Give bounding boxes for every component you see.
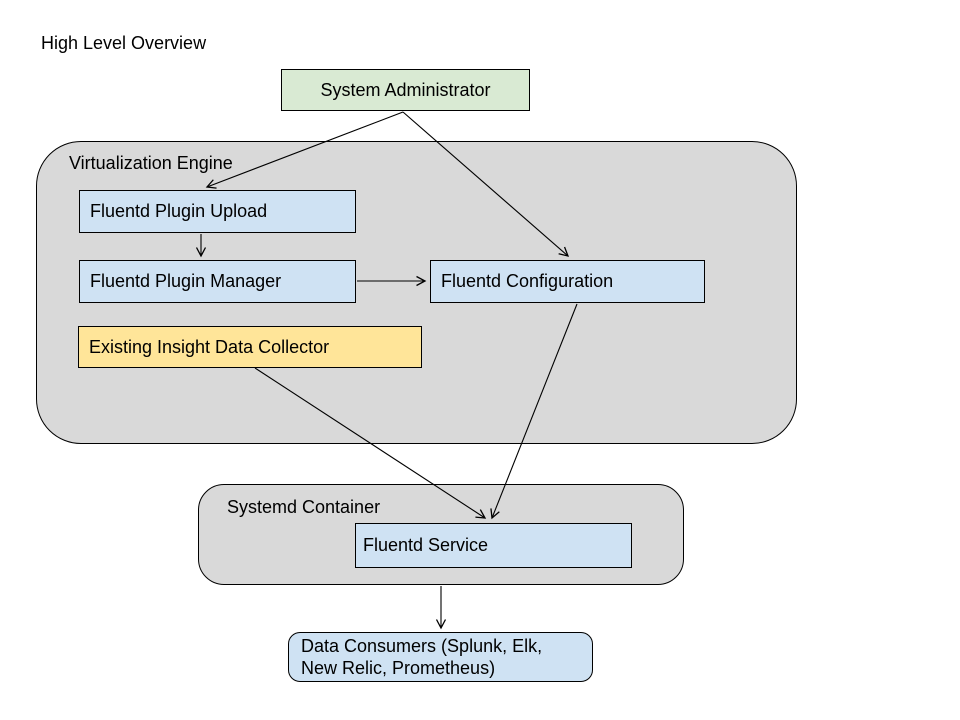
node-fluentd-configuration-label: Fluentd Configuration [441,271,614,291]
node-system-administrator: System Administrator [281,69,530,111]
node-system-administrator-label: System Administrator [320,79,491,100]
node-fluentd-plugin-manager-label: Fluentd Plugin Manager [90,271,282,291]
container-virtualization-engine-label: Virtualization Engine [69,153,233,173]
node-existing-insight-data-collector: Existing Insight Data Collector [78,326,422,368]
node-fluentd-plugin-upload: Fluentd Plugin Upload [79,190,356,233]
node-fluentd-service-label: Fluentd Service [363,535,489,555]
node-fluentd-plugin-manager: Fluentd Plugin Manager [79,260,356,303]
node-fluentd-configuration: Fluentd Configuration [430,260,705,303]
container-systemd-label: Systemd Container [227,497,381,517]
node-fluentd-plugin-upload-label: Fluentd Plugin Upload [90,201,268,221]
node-data-consumers: Data Consumers (Splunk, Elk, New Relic, … [288,632,593,682]
node-fluentd-service: Fluentd Service [355,523,632,568]
node-data-consumers-label: Data Consumers (Splunk, Elk, New Relic, … [301,636,543,678]
page-title: High Level Overview [41,33,207,53]
node-existing-insight-data-collector-label: Existing Insight Data Collector [89,336,330,357]
